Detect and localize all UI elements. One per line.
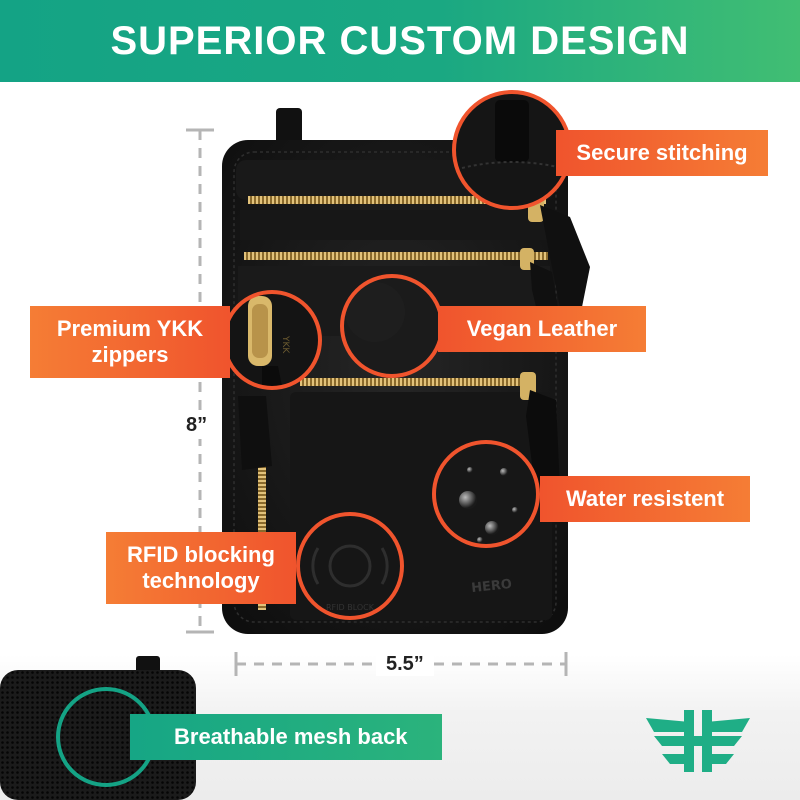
stitching-magnifier	[452, 90, 572, 210]
vegan-leather-text: Vegan Leather	[466, 315, 618, 341]
secure-stitching-text: Secure stitching	[576, 139, 748, 165]
ykk-marking: YKK	[280, 335, 290, 354]
water-resistent-text: Water resistent	[565, 485, 725, 511]
zipper-vertical	[258, 440, 266, 610]
height-dimension-text: 8”	[186, 414, 208, 436]
width-dimension-text: 5.5”	[386, 653, 424, 675]
zipper-3	[300, 378, 536, 386]
mesh-back-text: Breathable mesh back	[174, 724, 408, 749]
premium-ykk-line2: zippers	[91, 342, 169, 367]
rfid-magnifier: RFID BLOCK	[296, 512, 404, 620]
rfid-label: RFID blocking technology	[106, 532, 296, 604]
premium-ykk-line1: Premium YKK	[56, 315, 204, 341]
banner-title: SUPERIOR CUSTOM DESIGN	[110, 18, 690, 63]
rfid-line2: technology	[142, 568, 260, 593]
zipper-pull-vertical	[238, 396, 272, 470]
rfid-stamp: RFID BLOCK	[326, 603, 375, 612]
water-drops-magnifier	[432, 440, 540, 548]
premium-ykk-label: Premium YKK zippers	[30, 306, 230, 378]
logo-stamp: HERO	[471, 577, 513, 596]
vegan-leather-label: Vegan Leather	[438, 306, 646, 352]
brand-logo	[646, 710, 750, 772]
zipper-2	[244, 252, 548, 260]
water-resistent-label: Water resistent	[540, 476, 750, 522]
header-banner: SUPERIOR CUSTOM DESIGN	[0, 0, 800, 82]
vegan-leather-magnifier	[340, 274, 444, 378]
rfid-line1: RFID blocking	[127, 541, 275, 567]
secure-stitching-label: Secure stitching	[556, 130, 768, 176]
height-dimension-label: 8”	[186, 412, 208, 439]
mesh-back-label: Breathable mesh back	[130, 714, 442, 760]
zipper-1	[248, 196, 546, 204]
ykk-zipper-magnifier: YKK	[222, 290, 322, 390]
width-dimension-label: 5.5”	[376, 653, 434, 676]
zipper-pull-3	[520, 372, 560, 496]
